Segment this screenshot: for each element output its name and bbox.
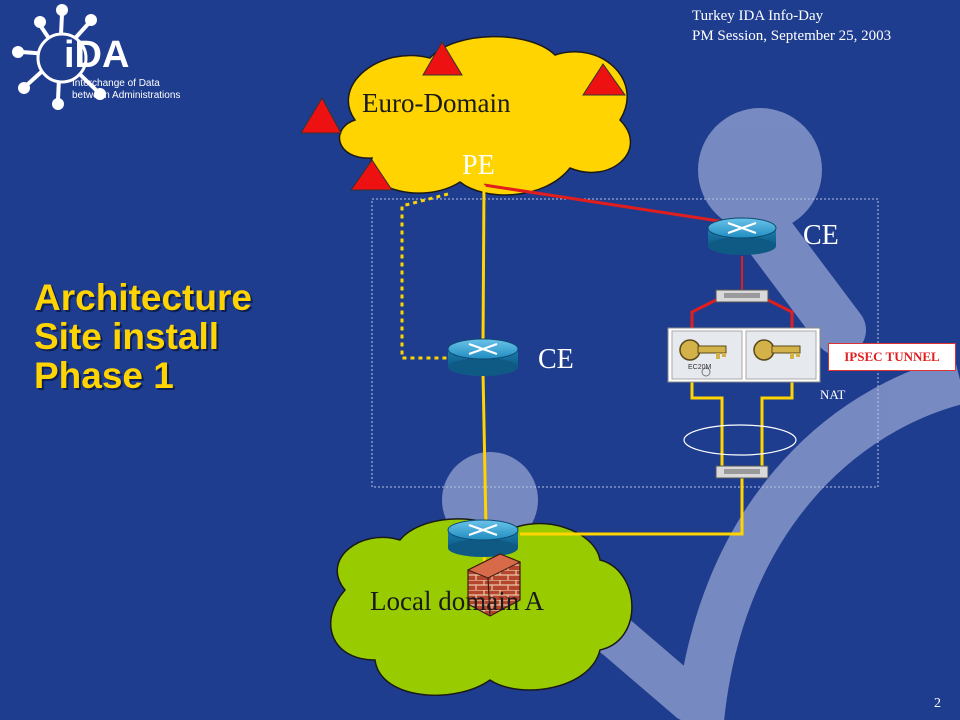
title-line-2: Site install [34,316,220,357]
switch-bottom [715,465,769,479]
title-line-1: Architecture [34,277,252,318]
euro-domain-cloud [300,35,632,196]
router-ce-mid [447,338,519,376]
header-line-2: PM Session, September 25, 2003 [692,28,892,44]
network-links [400,183,794,581]
firewall-icon [466,553,522,617]
page-number: 2 [934,696,941,711]
logo-tagline: Interchange of Data between Administrati… [72,78,180,102]
key-icon [679,339,727,361]
router-local [447,519,519,557]
header-line-1: Turkey IDA Info-Day [692,8,824,24]
logo-wordmark: iDA [64,34,130,76]
euro-domain-label: Euro-Domain [362,88,511,118]
router-ce-top [707,217,777,255]
logo-tagline-1: Interchange of Data [72,78,160,89]
title-line-3: Phase 1 [34,355,174,396]
key-icon [753,339,801,361]
ida-logo [12,4,106,110]
logo-tagline-2: between Administrations [72,90,181,101]
device-label: EC20M [688,364,712,371]
ce-top-label: CE [803,220,839,251]
switch-top [715,289,769,303]
header-info: Turkey IDA Info-Day PM Session, Septembe… [692,6,891,46]
pe-label: PE [462,150,495,181]
nat-label: NAT [820,387,846,402]
slide-title: Architecture Site install Phase 1 [34,278,252,395]
security-appliances [667,327,821,383]
nat-ellipse [683,424,797,456]
local-domain-label: Local domain A [370,586,544,616]
ce-mid-label: CE [538,344,574,375]
ipsec-tunnel-label: IPSEC TUNNEL [828,343,956,371]
